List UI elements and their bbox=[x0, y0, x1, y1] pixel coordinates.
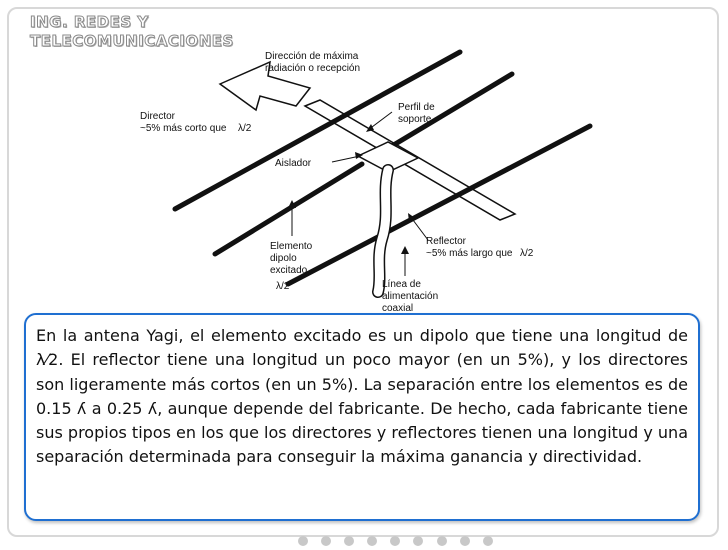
elemento-label-line3: excitado bbox=[270, 265, 308, 276]
slide-decoration-dots bbox=[294, 531, 497, 550]
reflector-pointer-arrow bbox=[409, 215, 429, 241]
aislador-pointer-arrow bbox=[331, 155, 361, 163]
director-lambda: λ/2 bbox=[238, 123, 252, 134]
yagi-antenna-illustration: Dirección de máxima radiación o recepció… bbox=[140, 49, 593, 314]
description-textbox: En la antena Yagi, el elemento excitado … bbox=[24, 313, 700, 521]
perfil-label-line1: Perfil de bbox=[398, 102, 435, 113]
elemento-pointer-head bbox=[288, 200, 296, 208]
decoration-dot bbox=[413, 536, 424, 546]
reflector-element bbox=[285, 123, 593, 287]
reflector-lambda: λ/2 bbox=[520, 248, 534, 259]
decoration-dot bbox=[390, 536, 401, 546]
decoration-dot bbox=[367, 536, 378, 546]
driven-element-right bbox=[379, 71, 515, 155]
elemento-label-line1: Elemento bbox=[270, 241, 313, 252]
direction-label-line2: radiación o recepción bbox=[265, 63, 360, 74]
reflector-label-line1: Reflector bbox=[426, 236, 467, 247]
slide-title: ING. REDES Y TELECOMUNICACIONES bbox=[30, 13, 234, 51]
insulator-block bbox=[356, 141, 420, 173]
driven-element-left bbox=[212, 161, 365, 257]
decoration-dot bbox=[344, 536, 355, 546]
reflector-pointer-head bbox=[408, 213, 415, 222]
director-element bbox=[172, 49, 463, 212]
decoration-dot bbox=[321, 536, 332, 546]
direction-label-line1: Dirección de máxima bbox=[265, 51, 359, 62]
perfil-label-line2: soporte bbox=[398, 114, 432, 125]
linea-pointer-head bbox=[401, 246, 409, 254]
director-label-line2: ~5% más corto que bbox=[140, 123, 227, 134]
yagi-antenna-diagram: Dirección de máxima radiación o recepció… bbox=[120, 44, 600, 314]
radiation-direction-arrow bbox=[218, 60, 312, 112]
aislador-label: Aislador bbox=[275, 158, 312, 169]
director-label-line1: Director bbox=[140, 111, 176, 122]
perfil-pointer-head bbox=[366, 124, 374, 132]
elemento-lambda: λ/2 bbox=[276, 281, 290, 292]
decoration-dot bbox=[459, 536, 470, 546]
linea-label-line1: Línea de bbox=[382, 279, 421, 290]
coaxial-cable-fill bbox=[373, 165, 393, 297]
decoration-dot bbox=[436, 536, 447, 546]
linea-label-line2: alimentación bbox=[382, 291, 438, 302]
decoration-dot bbox=[298, 536, 308, 546]
linea-label-line3: coaxial bbox=[382, 303, 413, 314]
decoration-dot bbox=[482, 536, 493, 546]
aislador-pointer-head bbox=[355, 152, 363, 159]
description-text: En la antena Yagi, el elemento excitado … bbox=[36, 326, 688, 467]
slide-frame bbox=[7, 7, 719, 537]
reflector-label-line2: ~5% más largo que bbox=[426, 248, 513, 259]
elemento-label-line2: dipolo bbox=[270, 253, 297, 264]
